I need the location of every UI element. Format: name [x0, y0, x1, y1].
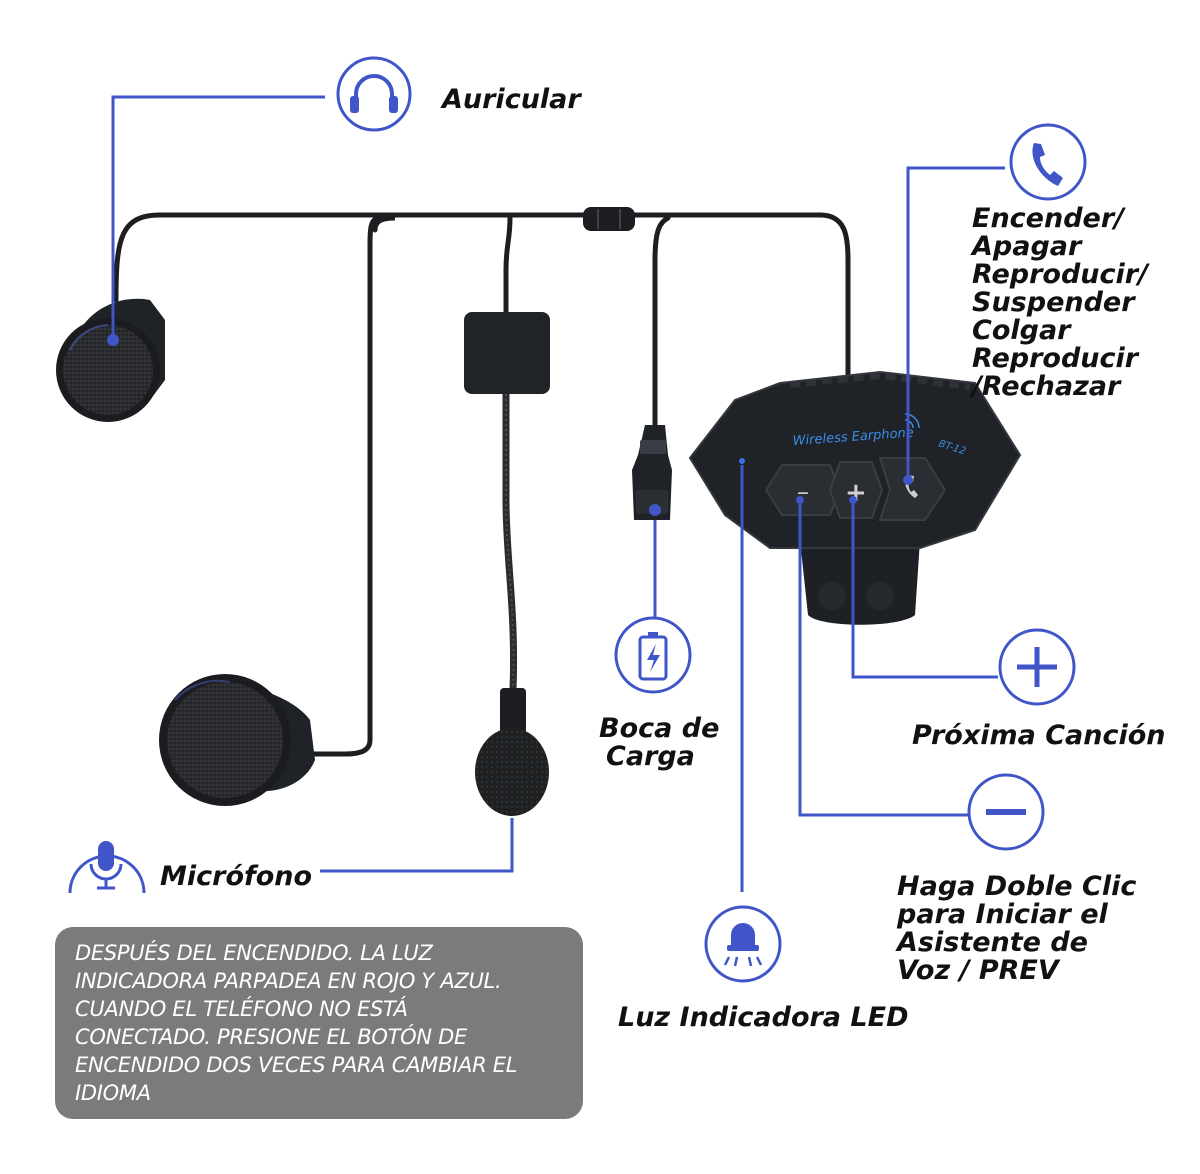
label-microfono: Micrófono: [160, 861, 313, 892]
note-line: IDIOMA: [75, 1081, 151, 1105]
label-power-line-5: Colgar: [972, 315, 1071, 346]
cable-junction: [583, 207, 635, 231]
label-led: Luz Indicadora LED: [618, 1002, 909, 1033]
device-plus-glyph: +: [845, 478, 867, 508]
label-power-line-2: Apagar: [972, 231, 1082, 262]
instruction-note: DESPUÉS DEL ENCENDIDO. LA LUZ INDICADORA…: [55, 927, 583, 1119]
device-plus-button[interactable]: +: [828, 461, 884, 519]
boom-microphone: [464, 312, 550, 816]
device-minus-button[interactable]: –: [764, 464, 842, 516]
note-line: INDICADORA PARPADEA EN ROJO Y AZUL.: [75, 969, 502, 993]
phone-icon: [1009, 123, 1087, 201]
battery-charging-icon: [614, 616, 692, 694]
label-power-line-1: Encender/: [972, 203, 1125, 234]
label-power-line-6: Reproducir: [972, 343, 1139, 374]
note-line: CUANDO EL TELÉFONO NO ESTÁ: [75, 997, 408, 1021]
charging-connector: [632, 425, 672, 520]
note-line: ENCENDIDO DOS VECES PARA CAMBIAR EL: [75, 1053, 518, 1077]
headphones-icon: [336, 56, 412, 132]
bluetooth-device: Wireless Earphone BT-12 – +: [688, 370, 1022, 625]
earpiece-bottom: [159, 674, 315, 806]
label-power-functions: Encender/ Apagar Reproducir/ Suspender C…: [972, 205, 1148, 401]
minus-icon: [967, 773, 1045, 851]
label-charging-line-2: Carga: [606, 741, 695, 772]
main-cable: [113, 212, 851, 423]
microphone-icon: [68, 841, 146, 894]
cable-to-microphone: [503, 215, 513, 323]
label-voice-line-1: Haga Doble Clic: [897, 871, 1137, 902]
earpiece-top: [56, 298, 165, 422]
cable-to-charging-port: [652, 215, 671, 428]
label-power-line-7: /Rechazar: [972, 371, 1121, 402]
label-voice-line-4: Voz / PREV: [897, 955, 1059, 986]
label-charging-port: Boca de Carga: [599, 715, 719, 771]
note-line: CONECTADO. PRESIONE EL BOTÓN DE: [75, 1025, 467, 1049]
cable-to-earpiece-2: [297, 215, 396, 757]
label-voice-line-3: Asistente de: [897, 927, 1088, 958]
note-line: DESPUÉS DEL ENCENDIDO. LA LUZ: [75, 941, 433, 965]
label-charging-line-1: Boca de: [599, 713, 720, 744]
leader-lines: [111, 95, 1005, 892]
label-auricular: Auricular: [442, 84, 581, 115]
label-voice-line-2: para Iniciar el: [897, 899, 1108, 930]
label-next-song: Próxima Canción: [912, 720, 1166, 751]
leader-dots: [107, 334, 913, 516]
label-power-line-4: Suspender: [972, 287, 1135, 318]
led-light-icon: [704, 905, 782, 983]
plus-icon: [998, 628, 1076, 706]
label-voice-assistant: Haga Doble Clic para Iniciar el Asistent…: [897, 873, 1136, 985]
label-power-line-3: Reproducir/: [972, 259, 1148, 290]
cables: [113, 212, 851, 757]
